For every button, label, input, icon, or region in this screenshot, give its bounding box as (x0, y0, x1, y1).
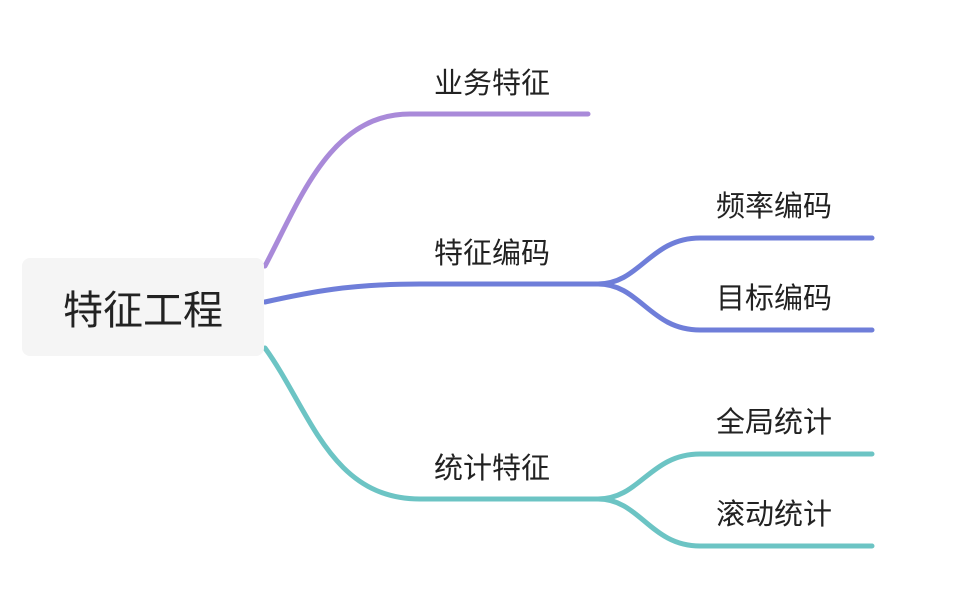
branch-label-feature-encoding[interactable]: 特征编码 (434, 236, 551, 270)
leaf-label-target-encoding[interactable]: 目标编码 (716, 281, 833, 315)
connector-business-features (262, 111, 591, 269)
root-node-label: 特征工程 (63, 288, 223, 334)
leaf-label-global-statistics[interactable]: 全局统计 (716, 405, 833, 439)
connector-rolling-statistics (595, 496, 875, 549)
connector-statistical-features (262, 345, 601, 502)
connector-target-encoding (595, 281, 875, 333)
connector-frequency-encoding (595, 235, 875, 287)
leaf-label-rolling-statistics[interactable]: 滚动统计 (716, 497, 833, 531)
connector-global-statistics (595, 451, 875, 502)
leaf-label-frequency-encoding[interactable]: 频率编码 (716, 189, 833, 223)
connector-feature-encoding (262, 281, 601, 305)
branch-label-business-features[interactable]: 业务特征 (434, 66, 551, 100)
root-node[interactable]: 特征工程 (22, 258, 264, 356)
branch-label-statistical-features[interactable]: 统计特征 (434, 451, 551, 485)
